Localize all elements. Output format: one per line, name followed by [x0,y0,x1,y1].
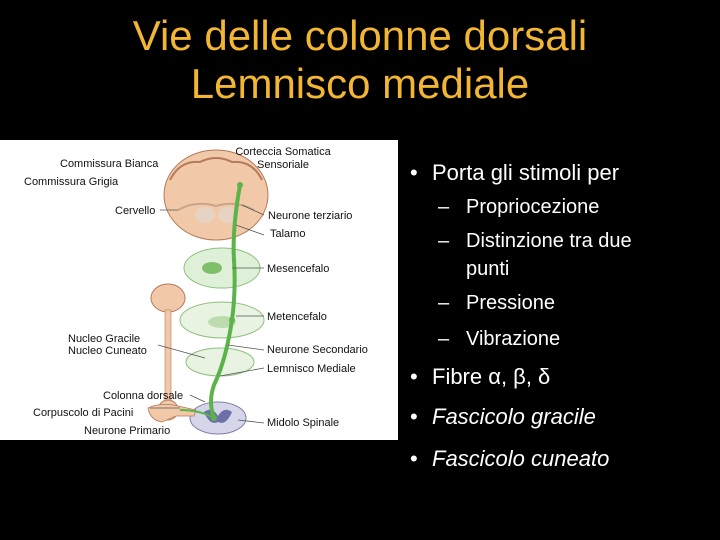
bullet-text: Fascicolo cuneato [432,446,609,471]
bullet-marker: • [410,446,432,472]
bullet-text: Fascicolo gracile [432,404,596,429]
label-talamo: Talamo [270,228,305,241]
bullet-text: Fibre α, β, δ [432,364,550,389]
sub-bullet-propriocezione: –Propriocezione [438,196,599,219]
label-metencefalo: Metencefalo [267,311,327,324]
sub-marker: – [438,230,466,253]
sub-marker: – [438,328,466,351]
label-neurone-terziario: Neurone terziario [268,210,352,223]
label-neurone-secondario: Neurone Secondario [267,344,368,357]
sub-text: Pressione [466,292,555,314]
anatomy-figure: Commissura Bianca Commissura Grigia Cort… [0,140,398,440]
sub-text: Propriocezione [466,196,599,218]
bullet-marker: • [410,160,432,186]
sub-bullet-distinzione: –Distinzione tra due [438,230,632,253]
sub-text: Distinzione tra due [466,230,632,252]
sub-text: Vibrazione [466,328,560,350]
bullet-fascicolo-cuneato: •Fascicolo cuneato [410,446,609,472]
label-neurone-primario: Neurone Primario [84,425,170,438]
label-corteccia: Corteccia Somatica Sensoriale [228,146,338,172]
title-line-2: Lemnisco mediale [0,60,720,108]
pons-section [180,302,264,338]
bullet-stimoli: •Porta gli stimoli per [410,160,619,186]
label-mesencefalo: Mesencefalo [267,263,329,276]
bullet-text: Porta gli stimoli per [432,160,619,185]
label-lemnisco-mediale: Lemnisco Mediale [267,363,356,376]
slide-title: Vie delle colonne dorsali Lemnisco media… [0,12,720,108]
spinal-cord-section [190,402,246,434]
bullet-marker: • [410,364,432,390]
label-nucleo-cuneato: Nucleo Cuneato [68,345,147,358]
sub-marker: – [438,196,466,219]
bullet-marker: • [410,404,432,430]
sub-bullet-distinzione-cont: punti [466,258,509,281]
label-commissura-grigia: Commissura Grigia [24,176,118,189]
label-cervello: Cervello [115,205,155,218]
sub-bullet-pressione: –Pressione [438,292,555,315]
label-commissura-bianca: Commissura Bianca [60,158,158,171]
label-colonna-dorsale: Colonna dorsale [103,390,183,403]
sub-bullet-vibrazione: –Vibrazione [438,328,560,351]
bullet-fibre: •Fibre α, β, δ [410,364,550,390]
sub-marker: – [438,292,466,315]
label-corpuscolo-pacini: Corpuscolo di Pacini [33,407,133,420]
label-midolo-spinale: Midolo Spinale [267,417,339,430]
title-line-1: Vie delle colonne dorsali [0,12,720,60]
bullet-fascicolo-gracile: •Fascicolo gracile [410,404,596,430]
